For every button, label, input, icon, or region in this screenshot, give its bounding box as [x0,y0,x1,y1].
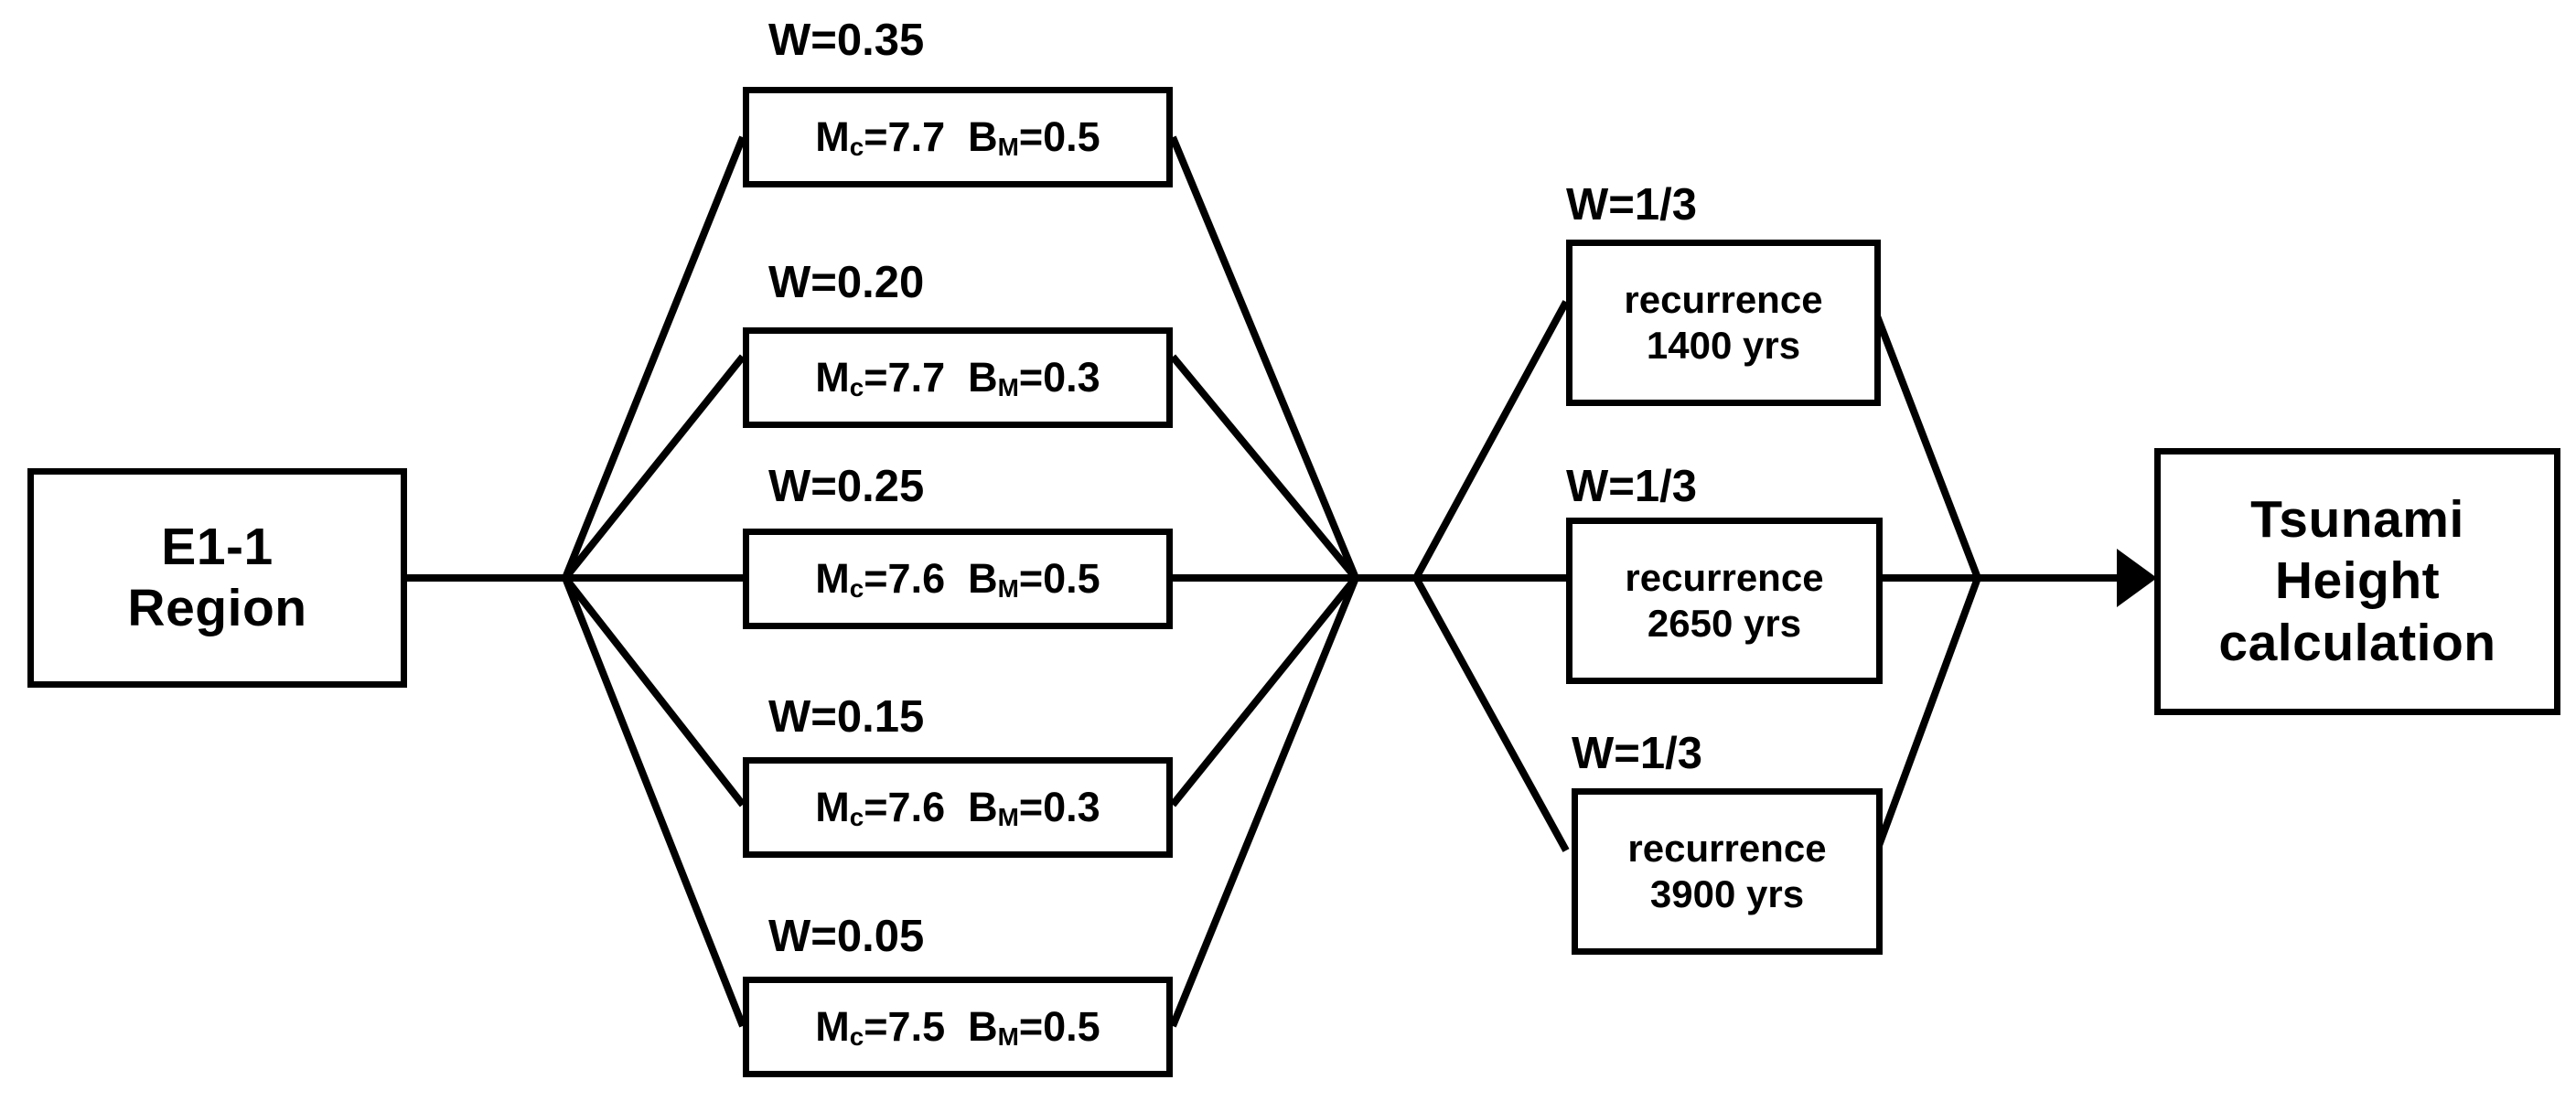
wire-mag-4-to-merge [1169,575,1359,807]
source-label-line2: Region [127,579,307,637]
recurrence-node-2-line1: recurrence [1625,556,1824,600]
wire-fan-to-mag-2 [562,354,746,581]
source-label-line1: E1-1 [161,517,274,576]
weight-label-recurrence-2: W=1/3 [1566,462,1697,511]
magnitude-node-1-text: Mc=7.7 BM=0.5 [815,113,1100,161]
recurrence-node-2[interactable]: recurrence 2650 yrs [1566,518,1883,684]
wire-fan-to-mag-5 [562,576,746,1028]
weight-label-recurrence-1: W=1/3 [1566,180,1697,230]
recurrence-node-3-line1: recurrence [1627,827,1827,871]
wire-mag-1-to-merge [1169,135,1359,580]
magnitude-node-5[interactable]: Mc=7.5 BM=0.5 [743,977,1173,1077]
magnitude-node-1[interactable]: Mc=7.7 BM=0.5 [743,87,1173,187]
output-node-tsunami-height-calculation[interactable]: Tsunami Height calculation [2154,448,2560,715]
wire-fan-to-rec-1 [1412,300,1570,580]
arrowhead-to-output [2117,549,2157,607]
output-label-line2: Height [2274,551,2441,611]
wire-rec-3-to-merge [1873,576,1981,852]
magnitude-node-5-text: Mc=7.5 BM=0.5 [815,1003,1100,1051]
recurrence-node-3[interactable]: recurrence 3900 yrs [1572,788,1883,955]
wire-fan-to-mag-4 [562,575,746,807]
magnitude-node-2-text: Mc=7.7 BM=0.3 [815,354,1100,401]
wire-fan-to-mag-1 [562,135,746,580]
recurrence-node-1-line1: recurrence [1624,278,1823,322]
magnitude-node-3-text: Mc=7.6 BM=0.5 [815,555,1100,603]
wire-mag-5-to-merge [1169,576,1359,1028]
magnitude-node-4[interactable]: Mc=7.6 BM=0.3 [743,757,1173,858]
recurrence-node-1-line2: 1400 yrs [1646,324,1801,367]
recurrence-node-1[interactable]: recurrence 1400 yrs [1566,240,1881,406]
recurrence-node-2-line2: 2650 yrs [1647,602,1802,645]
weight-label-magnitude-4: W=0.15 [768,692,925,742]
output-label-line3: calculation [2218,613,2496,672]
weight-label-magnitude-2: W=0.20 [768,258,925,307]
wire-mag-2-to-merge [1169,354,1359,581]
magnitude-node-3[interactable]: Mc=7.6 BM=0.5 [743,529,1173,629]
weight-label-recurrence-3: W=1/3 [1572,729,1702,778]
wire-fan-to-rec-3 [1412,576,1570,852]
magnitude-node-2[interactable]: Mc=7.7 BM=0.3 [743,327,1173,428]
output-label-line1: Tsunami [2250,490,2464,550]
wire-rec-1-to-merge [1868,300,1981,580]
weight-label-magnitude-1: W=0.35 [768,16,925,65]
weight-label-magnitude-3: W=0.25 [768,462,925,511]
recurrence-node-3-line2: 3900 yrs [1649,872,1805,915]
weight-label-magnitude-5: W=0.05 [768,912,925,961]
source-node-e1-1-region[interactable]: E1-1 Region [27,468,407,688]
magnitude-node-4-text: Mc=7.6 BM=0.3 [815,784,1100,831]
